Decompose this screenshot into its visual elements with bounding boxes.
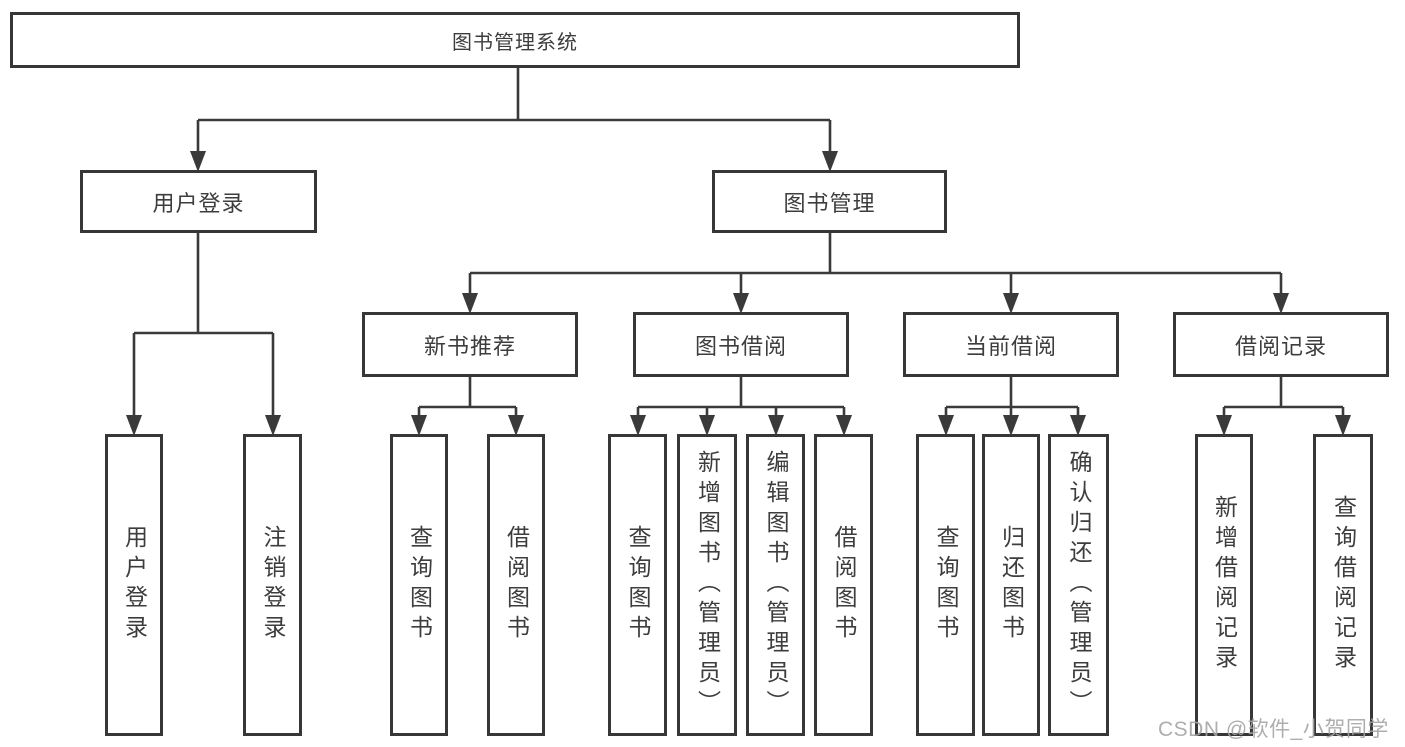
connector-book-management (468, 233, 1283, 310)
leaf-label: 注销登录 (260, 525, 286, 645)
node-label: 图书管理系统 (452, 31, 578, 54)
leaf-label: 借阅图书 (831, 525, 857, 645)
connector-borrow-records (1222, 377, 1345, 432)
leaf-edit-books-admin: 编辑图书（管理员） (746, 434, 805, 736)
connector-root (196, 68, 832, 168)
node-label: 用户登录 (152, 190, 245, 216)
node-label: 新书推荐 (423, 333, 516, 359)
leaf-label: 查询图书 (406, 525, 433, 645)
connector-new-book (417, 377, 518, 432)
arrowheads (126, 151, 1351, 436)
leaf-return-books: 归还图书 (982, 434, 1040, 736)
leaf-label: 查询图书 (933, 525, 959, 645)
leaf-label: 编辑图书（管理员） (763, 450, 789, 720)
node-label: 图书借阅 (694, 333, 787, 359)
leaf-label: 查询图书 (625, 525, 651, 645)
leaf-user-login: 用户登录 (105, 434, 163, 736)
node-current-borrowing: 当前借阅 (903, 312, 1119, 377)
node-label: 当前借阅 (964, 333, 1057, 359)
leaf-borrow-books: 借阅图书 (814, 434, 873, 736)
leaf-label: 新增图书（管理员） (694, 450, 721, 720)
connector-user-login (132, 233, 275, 432)
csdn-watermark: CSDN @软件_小贺同学 (1158, 718, 1389, 741)
node-user-login: 用户登录 (80, 170, 317, 233)
leaf-query-books-current: 查询图书 (916, 434, 975, 736)
leaf-logout: 注销登录 (243, 434, 302, 736)
node-new-book-recommendation: 新书推荐 (362, 312, 578, 377)
leaf-label: 确认归还（管理员） (1066, 450, 1092, 720)
leaf-label: 查询借阅记录 (1330, 495, 1357, 675)
leaf-add-books-admin: 新增图书（管理员） (677, 434, 737, 736)
node-borrowing-records: 借阅记录 (1173, 312, 1389, 377)
node-label: 借阅记录 (1234, 333, 1327, 359)
connector-book-borrow (636, 377, 846, 432)
leaf-query-books-recommend: 查询图书 (390, 434, 448, 736)
leaf-query-borrow-record: 查询借阅记录 (1313, 434, 1373, 736)
connector-paths (132, 68, 1345, 432)
node-library-system: 图书管理系统 (10, 12, 1020, 68)
leaf-add-borrow-record: 新增借阅记录 (1195, 434, 1253, 736)
leaf-confirm-return-admin: 确认归还（管理员） (1048, 434, 1109, 736)
leaf-borrow-books-recommend: 借阅图书 (487, 434, 545, 736)
node-book-management: 图书管理 (712, 170, 947, 233)
leaf-label: 归还图书 (998, 525, 1025, 645)
leaf-query-books-borrow: 查询图书 (608, 434, 667, 736)
leaf-label: 新增借阅记录 (1211, 495, 1238, 675)
node-book-borrowing: 图书借阅 (633, 312, 849, 377)
leaf-label: 用户登录 (121, 525, 148, 645)
leaf-label: 借阅图书 (503, 525, 530, 645)
node-label: 图书管理 (783, 190, 876, 216)
